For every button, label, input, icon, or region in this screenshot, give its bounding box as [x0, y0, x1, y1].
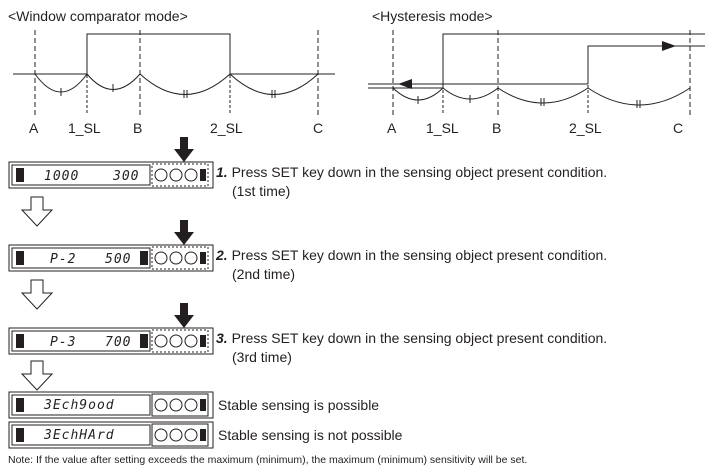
footnote: Note: If the value after setting exceeds… [8, 454, 528, 466]
window-label-b: B [133, 120, 143, 136]
display-result-value: 3EchHArd [44, 428, 115, 443]
amplifier-unit-result-good [8, 391, 214, 419]
step-number: 3. [216, 330, 228, 346]
amplifier-unit-step-2 [8, 220, 214, 272]
step-instruction: Press SET key down in the sensing object… [231, 247, 608, 263]
hysteresis-label-a: A [387, 120, 397, 136]
amplifier-unit-result-hard [8, 421, 214, 449]
display-right-value: 700 [105, 335, 132, 350]
step-3-text: 3. Press SET key down in the sensing obj… [216, 329, 607, 367]
hysteresis-label-c: C [673, 120, 684, 136]
press-arrow-icon [174, 220, 194, 245]
window-label-1sl: 1_SL [68, 120, 101, 136]
press-arrow-icon [174, 303, 194, 328]
display-left-value: 1000 [44, 169, 80, 184]
step-number: 2. [216, 247, 228, 263]
window-comparator-diagram [13, 30, 335, 115]
step-instruction: Press SET key down in the sensing object… [231, 330, 608, 346]
display-left-value: P-3 [50, 335, 77, 350]
amplifier-unit-step-3 [8, 303, 214, 355]
step-instruction: Press SET key down in the sensing object… [231, 164, 608, 180]
down-arrow-icon [20, 196, 54, 227]
display-result-value: 3Ech9ood [44, 398, 115, 413]
display-right-value: 500 [105, 252, 132, 267]
window-mode-title: <Window comparator mode> [8, 8, 188, 24]
hysteresis-label-2sl: 2_SL [569, 120, 602, 136]
down-arrow-icon [20, 279, 54, 310]
down-arrow-icon [20, 360, 54, 391]
step-2-text: 2. Press SET key down in the sensing obj… [216, 246, 607, 284]
hysteresis-mode-title: <Hysteresis mode> [372, 8, 493, 24]
step-sub: (2nd time) [232, 266, 296, 282]
display-left-value: P-2 [50, 252, 77, 267]
press-arrow-icon [174, 137, 194, 162]
hysteresis-diagram [368, 30, 705, 115]
amplifier-unit-step-1 [8, 137, 214, 189]
display-right-value: 300 [113, 169, 140, 184]
window-label-a: A [29, 120, 39, 136]
hysteresis-label-1sl: 1_SL [426, 120, 459, 136]
result-hard-text: Stable sensing is not possible [218, 427, 403, 443]
hysteresis-label-b: B [492, 120, 502, 136]
window-label-2sl: 2_SL [210, 120, 243, 136]
result-good-text: Stable sensing is possible [218, 397, 380, 413]
step-number: 1. [216, 164, 228, 180]
step-sub: (3rd time) [232, 349, 292, 365]
window-label-c: C [313, 120, 324, 136]
step-sub: (1st time) [232, 183, 291, 199]
step-1-text: 1. Press SET key down in the sensing obj… [216, 163, 607, 201]
